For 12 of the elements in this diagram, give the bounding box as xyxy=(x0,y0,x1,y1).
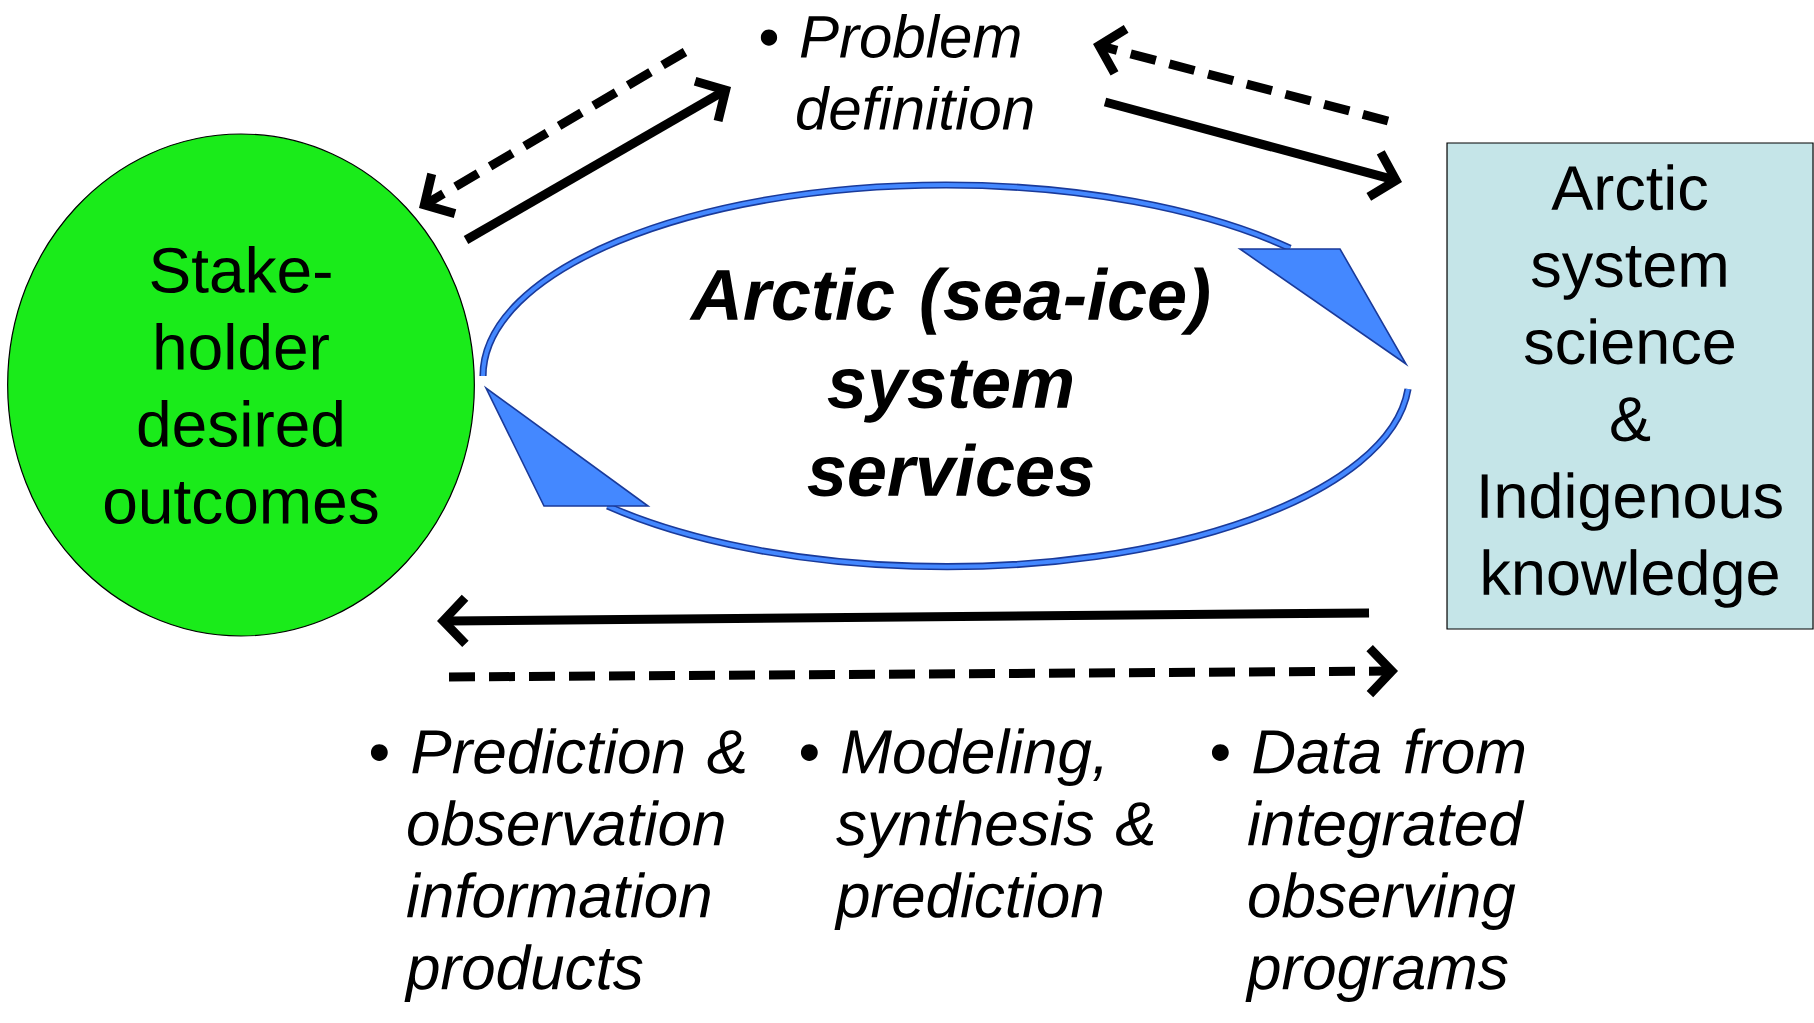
bullet-text: • Modeling, synthesis & prediction xyxy=(800,728,1154,930)
bullet-text: • Problem definition xyxy=(760,13,1033,131)
bullet-text: • Data from integrated observing programs xyxy=(1211,728,1525,1002)
arrow xyxy=(1093,25,1390,126)
arrow xyxy=(1103,97,1403,201)
arrow xyxy=(437,594,1370,647)
bullet-text: • Prediction & observation information products xyxy=(370,728,745,1002)
arrow xyxy=(463,76,731,244)
knowledge-box: Arctic system science & Indigenous knowledge xyxy=(1446,142,1814,630)
arrow xyxy=(419,48,688,218)
center-title: Arctic (sea-ice) system services xyxy=(689,267,1209,497)
arrow xyxy=(449,645,1398,698)
